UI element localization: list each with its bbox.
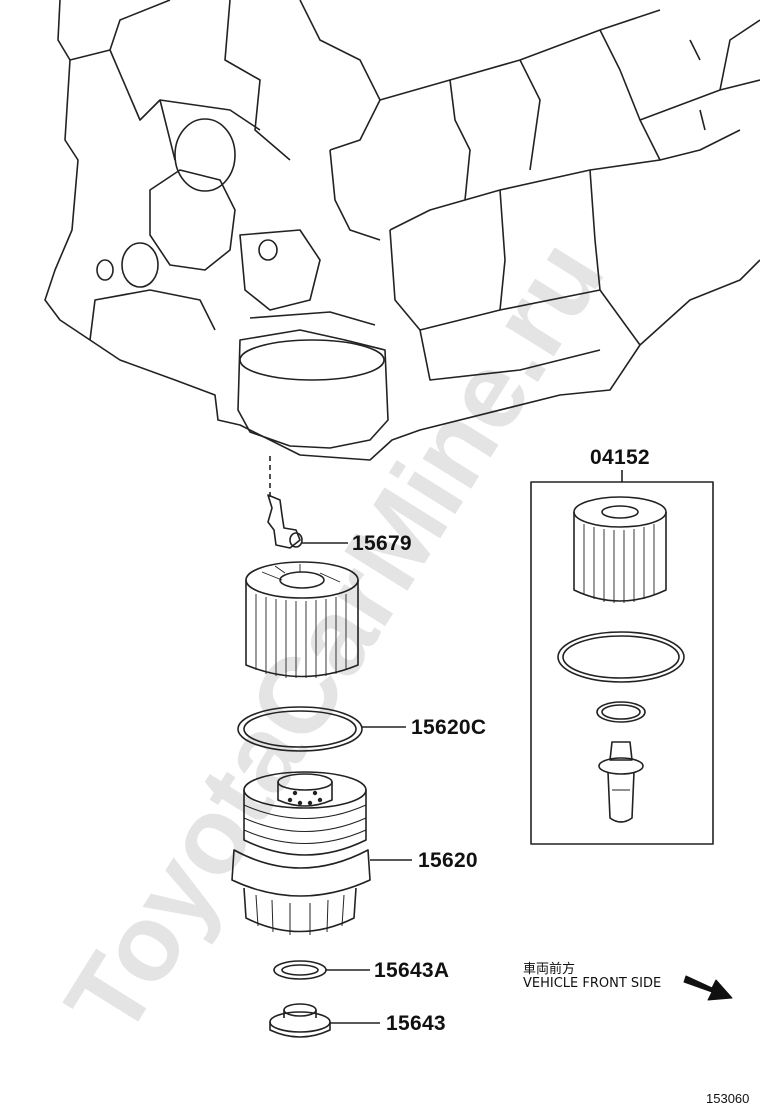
label-15643a: 15643A — [374, 959, 450, 982]
washer-15643a — [273, 960, 370, 980]
bracket-15679 — [267, 494, 348, 549]
kit-box-04152 — [530, 470, 714, 845]
engine-block — [44, 0, 760, 461]
label-15620: 15620 — [418, 849, 478, 872]
filter-element-left — [245, 561, 359, 678]
label-15679: 15679 — [352, 532, 412, 555]
direction-japanese: 車両前方 — [523, 962, 576, 977]
drain-plug-15643 — [269, 1003, 380, 1038]
figure-number: 153060 — [706, 1091, 750, 1106]
direction-english: VEHICLE FRONT SIDE — [523, 976, 662, 991]
filter-cap-15620 — [231, 771, 412, 935]
label-04152: 04152 — [590, 446, 650, 469]
label-15643: 15643 — [386, 1012, 446, 1035]
label-15620c: 15620C — [411, 716, 487, 739]
o-ring-15620c — [237, 706, 406, 752]
front-direction-arrow — [683, 975, 733, 1001]
